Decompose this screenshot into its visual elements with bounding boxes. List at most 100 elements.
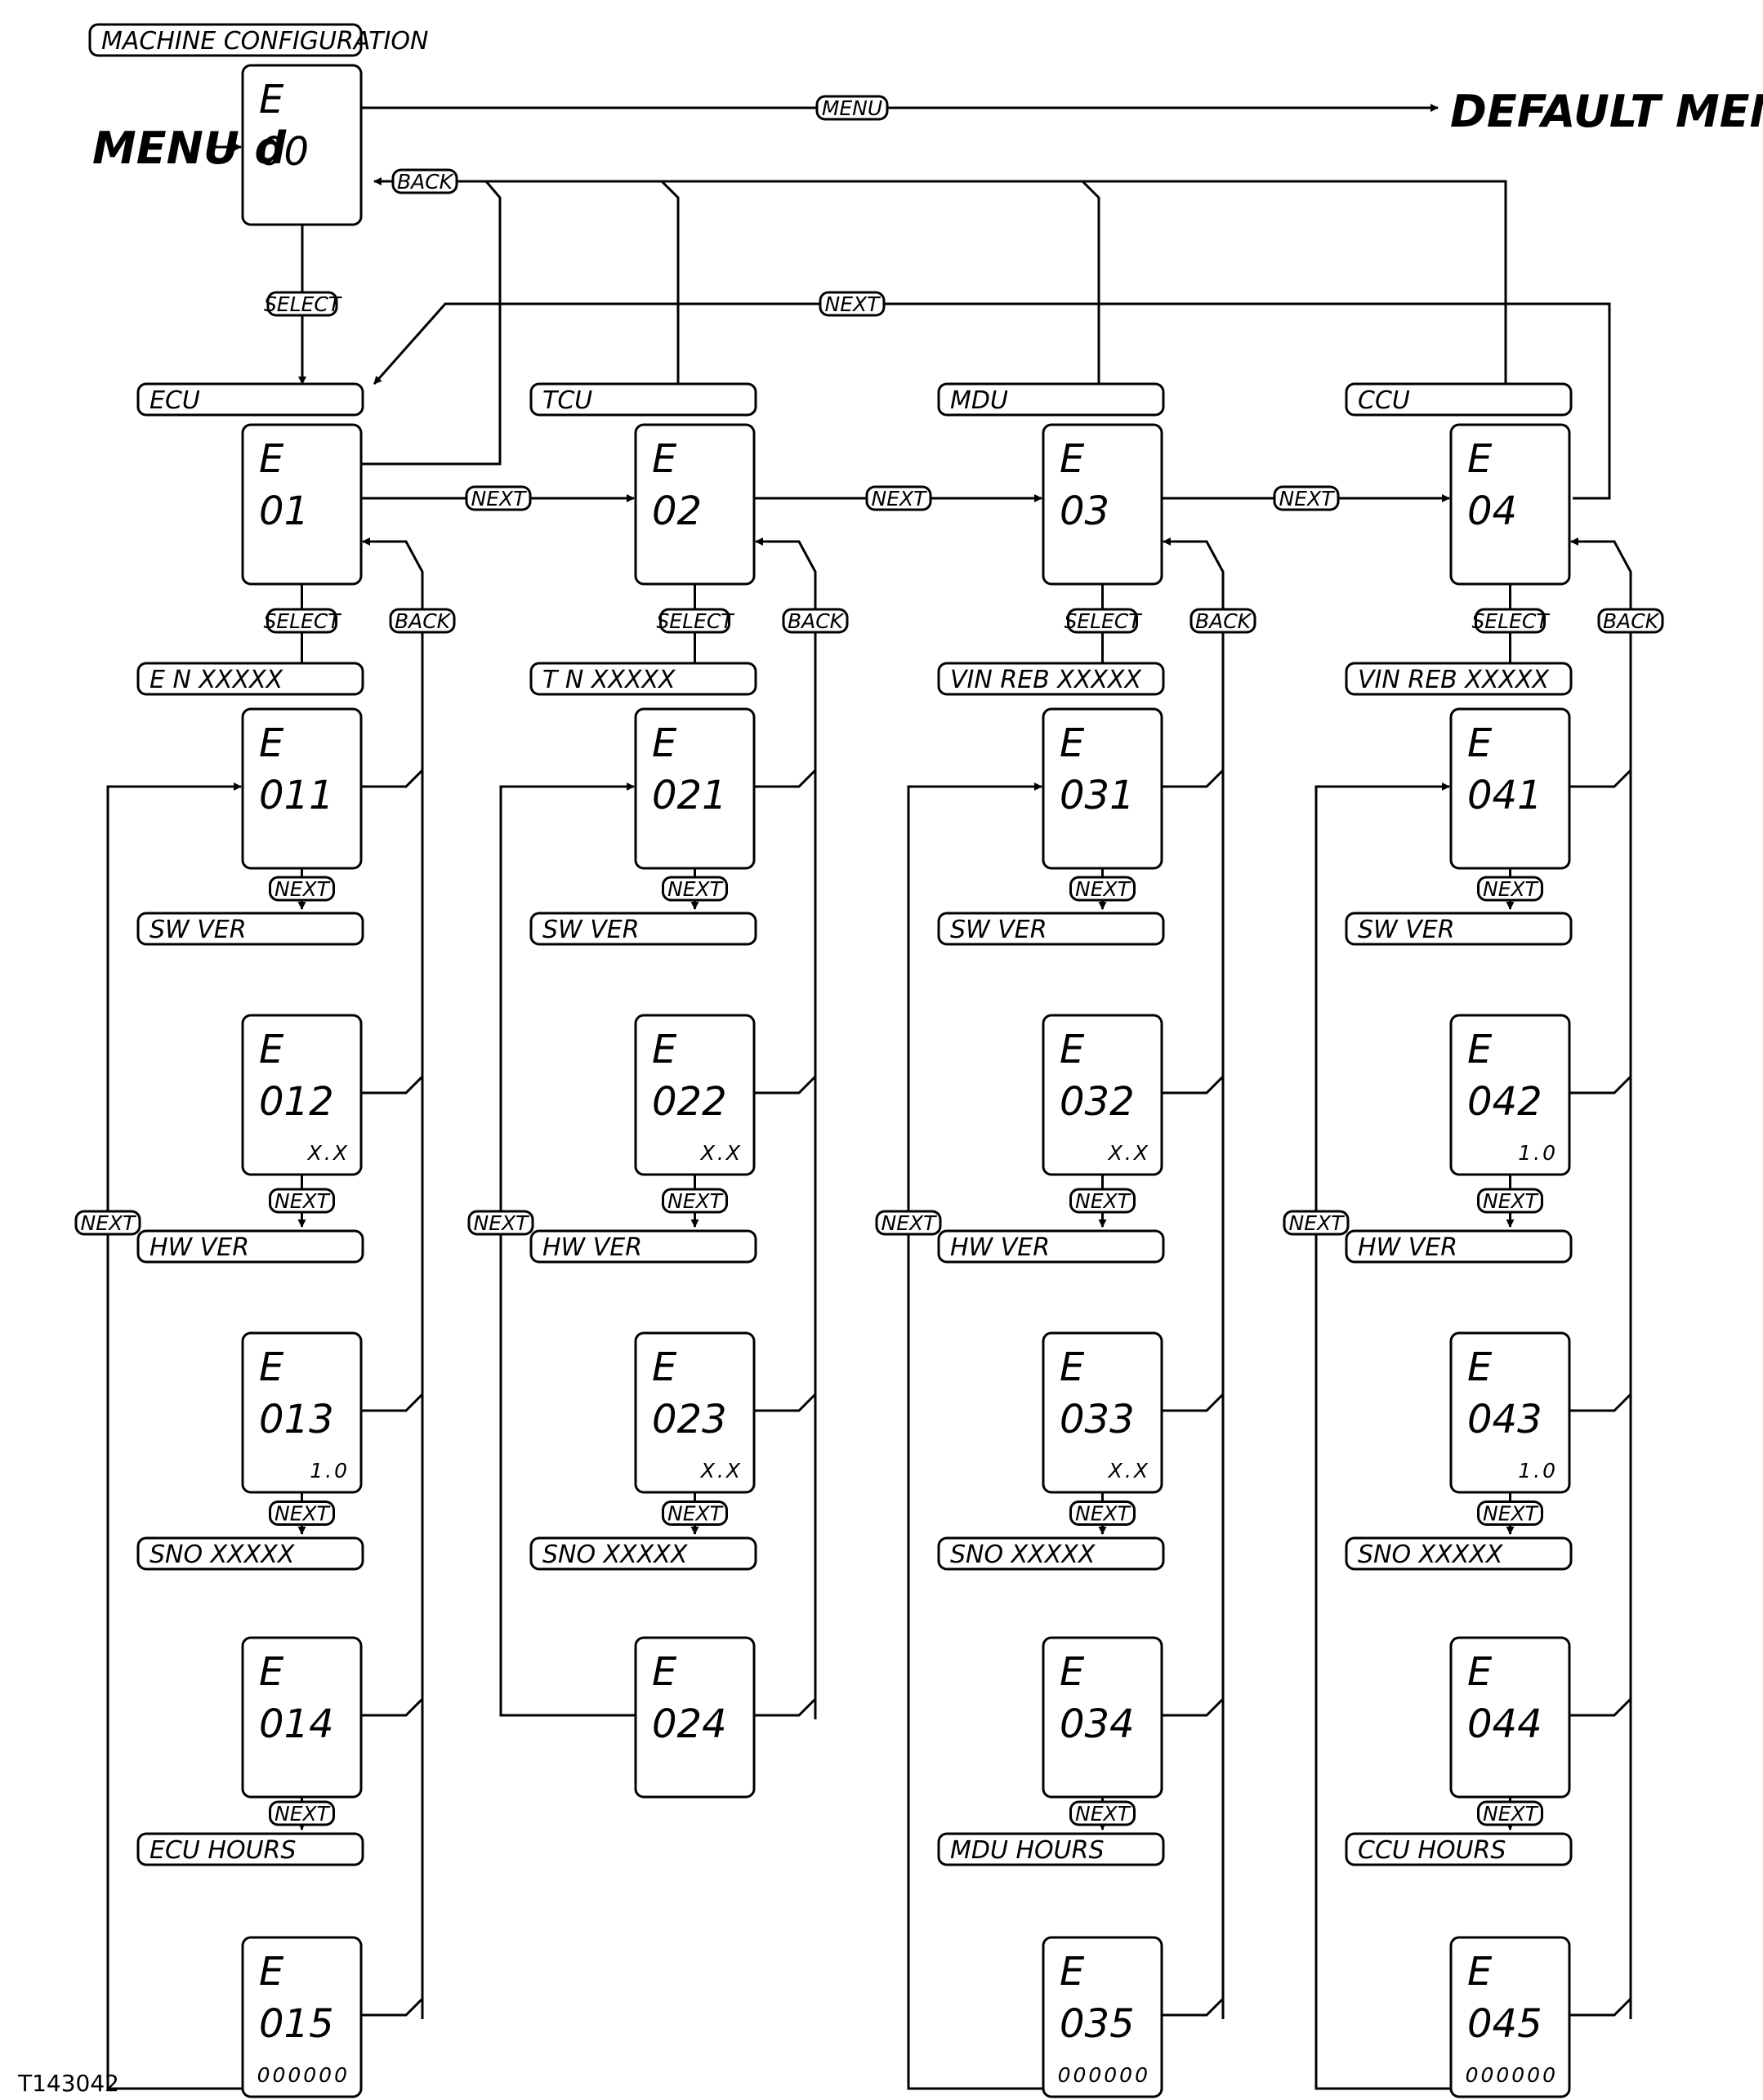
mdu-screen-034-next-button[interactable]: NEXT: [1069, 1800, 1136, 1826]
mdu-screen[interactable]: [1042, 423, 1163, 586]
tcu-loop-next-button[interactable]: NEXT: [467, 1210, 534, 1236]
ccu-screen-041[interactable]: [1449, 707, 1571, 870]
ccu-screen-041-code: 041: [1467, 773, 1542, 818]
ccu-screen-044-next-button[interactable]: NEXT: [1477, 1800, 1543, 1826]
ecu-loop-wire: [106, 782, 243, 2090]
tcu-back-button[interactable]: BACK: [782, 608, 849, 634]
mdu-screen-032-next-button[interactable]: NEXT: [1069, 1188, 1136, 1214]
tcu-screen-021-next-button[interactable]: NEXT: [662, 876, 728, 902]
mdu-screen-031[interactable]: [1042, 707, 1163, 870]
ecu-label-text: ECU: [150, 386, 200, 415]
mdu-back-button-outline: [1189, 608, 1256, 634]
screen-00-letter: E: [259, 77, 284, 123]
ecu-screen-013[interactable]: [241, 1331, 363, 1494]
mdu-screen-035[interactable]: [1042, 1936, 1163, 2098]
tcu-screen-022-back-tap: [754, 1075, 817, 1095]
ecu-loop-next-button[interactable]: NEXT: [74, 1210, 141, 1236]
mdu-screen-035-back-tap: [1162, 1997, 1225, 2017]
tcu-screen-024[interactable]: [634, 1636, 756, 1799]
mdu-screen-034[interactable]: [1042, 1636, 1163, 1799]
ecu-screen-013-next-button-outline: [269, 1500, 335, 1526]
ccu-screen-043[interactable]: [1449, 1331, 1571, 1494]
ecu-screen-013-next-button[interactable]: NEXT: [269, 1500, 335, 1526]
mdu-screen-031-label: [937, 662, 1165, 696]
ecu-screen-014[interactable]: [241, 1636, 363, 1799]
ecu-screen-015[interactable]: [241, 1936, 363, 2098]
figure-id: T143042: [17, 2070, 119, 2097]
mdu-screen-032-label-text: SW VER: [950, 916, 1047, 944]
tcu-screen-023-next-button[interactable]: NEXT: [662, 1500, 728, 1526]
ecu-screen-012-next-button[interactable]: NEXT: [269, 1188, 335, 1214]
mdu-loop-next-button-text: NEXT: [882, 1211, 938, 1235]
ecu-screen-011-label-text: E N XXXXX: [150, 666, 284, 694]
ecu-loop-next-button-outline: [74, 1210, 141, 1236]
mdu-screen-031-letter: E: [1060, 720, 1085, 766]
ecu-screen-012[interactable]: [241, 1014, 363, 1176]
ecu-back-button[interactable]: BACK: [389, 608, 456, 634]
ccu-screen-045-letter: E: [1467, 1949, 1493, 1995]
mdu-select-button-text: SELECT: [1064, 609, 1142, 633]
mdu-loop-next-button[interactable]: NEXT: [875, 1210, 942, 1236]
mdu-incoming-next-button[interactable]: NEXT: [865, 485, 932, 511]
ccu-incoming-next-button[interactable]: NEXT: [1273, 485, 1340, 511]
mdu-screen-032[interactable]: [1042, 1014, 1163, 1176]
tcu-screen-022[interactable]: [634, 1014, 756, 1176]
tcu-screen-023-next-button-outline: [662, 1500, 728, 1526]
tcu-incoming-next-button[interactable]: NEXT: [465, 485, 532, 511]
mdu-select-button[interactable]: SELECT: [1064, 608, 1142, 634]
tcu-screen-023-next-button-text: NEXT: [667, 1502, 724, 1526]
ecu-screen-014-code: 014: [259, 1701, 334, 1747]
mdu-screen-033-next-button-outline: [1069, 1500, 1136, 1526]
ecu-screen-014-next-button[interactable]: NEXT: [269, 1800, 335, 1826]
ccu-screen-044[interactable]: [1449, 1636, 1571, 1799]
tcu-screen-code: 02: [652, 488, 702, 534]
tcu-screen-022-next-button[interactable]: NEXT: [662, 1188, 728, 1214]
tcu-screen-023[interactable]: [634, 1331, 756, 1494]
mdu-screen-033-next-button[interactable]: NEXT: [1069, 1500, 1136, 1526]
ccu-screen[interactable]: [1449, 423, 1571, 586]
ccu-back-button[interactable]: BACK: [1597, 608, 1664, 634]
mdu-screen-032-back-tap: [1162, 1075, 1225, 1095]
ccu-screen-044-label-text: SNO XXXXX: [1358, 1540, 1504, 1569]
back-bus-tap-3: [1081, 180, 1100, 384]
ecu-back-button-outline: [389, 608, 456, 634]
ecu-select-button[interactable]: SELECT: [263, 608, 341, 634]
ccu-screen-041-next-button[interactable]: NEXT: [1477, 876, 1543, 902]
root-back-button[interactable]: BACK: [391, 168, 458, 194]
tcu-screen-023-back-tap: [754, 1393, 817, 1412]
mdu-screen-034-label-text: SNO XXXXX: [950, 1540, 1096, 1569]
ccu-back-bus-top: [1570, 537, 1632, 787]
ccu-screen-code: 04: [1467, 488, 1517, 534]
ecu-screen-014-label: [136, 1536, 364, 1571]
top-next-button[interactable]: NEXT: [819, 291, 886, 317]
root-select-button[interactable]: SELECT: [264, 291, 342, 317]
ecu-select-button-text: SELECT: [263, 609, 341, 633]
tcu-screen[interactable]: [634, 423, 756, 586]
menu-button[interactable]: MENU: [815, 95, 889, 121]
ecu-screen-011-next-button[interactable]: NEXT: [269, 876, 335, 902]
ccu-select-button-outline: [1475, 608, 1546, 634]
tcu-screen-024-letter: E: [652, 1649, 677, 1695]
ccu-screen-042-next-button[interactable]: NEXT: [1477, 1188, 1543, 1214]
tcu-screen-023-code: 023: [652, 1397, 727, 1442]
mdu-screen-033[interactable]: [1042, 1331, 1163, 1494]
ccu-screen-045[interactable]: [1449, 1936, 1571, 2098]
ccu-screen-042-next-button-text: NEXT: [1483, 1189, 1539, 1213]
ecu-screen[interactable]: [241, 423, 363, 586]
ecu-screen-011[interactable]: [241, 707, 363, 870]
ccu-select-button[interactable]: SELECT: [1471, 608, 1550, 634]
ccu-screen-042[interactable]: [1449, 1014, 1571, 1176]
ecu-back-button-text: BACK: [395, 609, 453, 633]
mdu-screen-034-next-button-text: NEXT: [1075, 1802, 1131, 1826]
ccu-screen-043-next-button[interactable]: NEXT: [1477, 1500, 1543, 1526]
mdu-back-button[interactable]: BACK: [1189, 608, 1256, 634]
screen-00[interactable]: [241, 64, 363, 226]
tcu-select-button[interactable]: SELECT: [656, 608, 734, 634]
tcu-loop-wire: [499, 782, 636, 1717]
tcu-screen-021[interactable]: [634, 707, 756, 870]
ccu-screen-044-next-button-outline: [1477, 1800, 1543, 1826]
tcu-screen-021-label-text: T N XXXXX: [542, 666, 676, 694]
mdu-screen-031-next-button[interactable]: NEXT: [1069, 876, 1136, 902]
mdu-screen-033-label: [937, 1229, 1165, 1264]
ccu-loop-next-button[interactable]: NEXT: [1283, 1210, 1350, 1236]
